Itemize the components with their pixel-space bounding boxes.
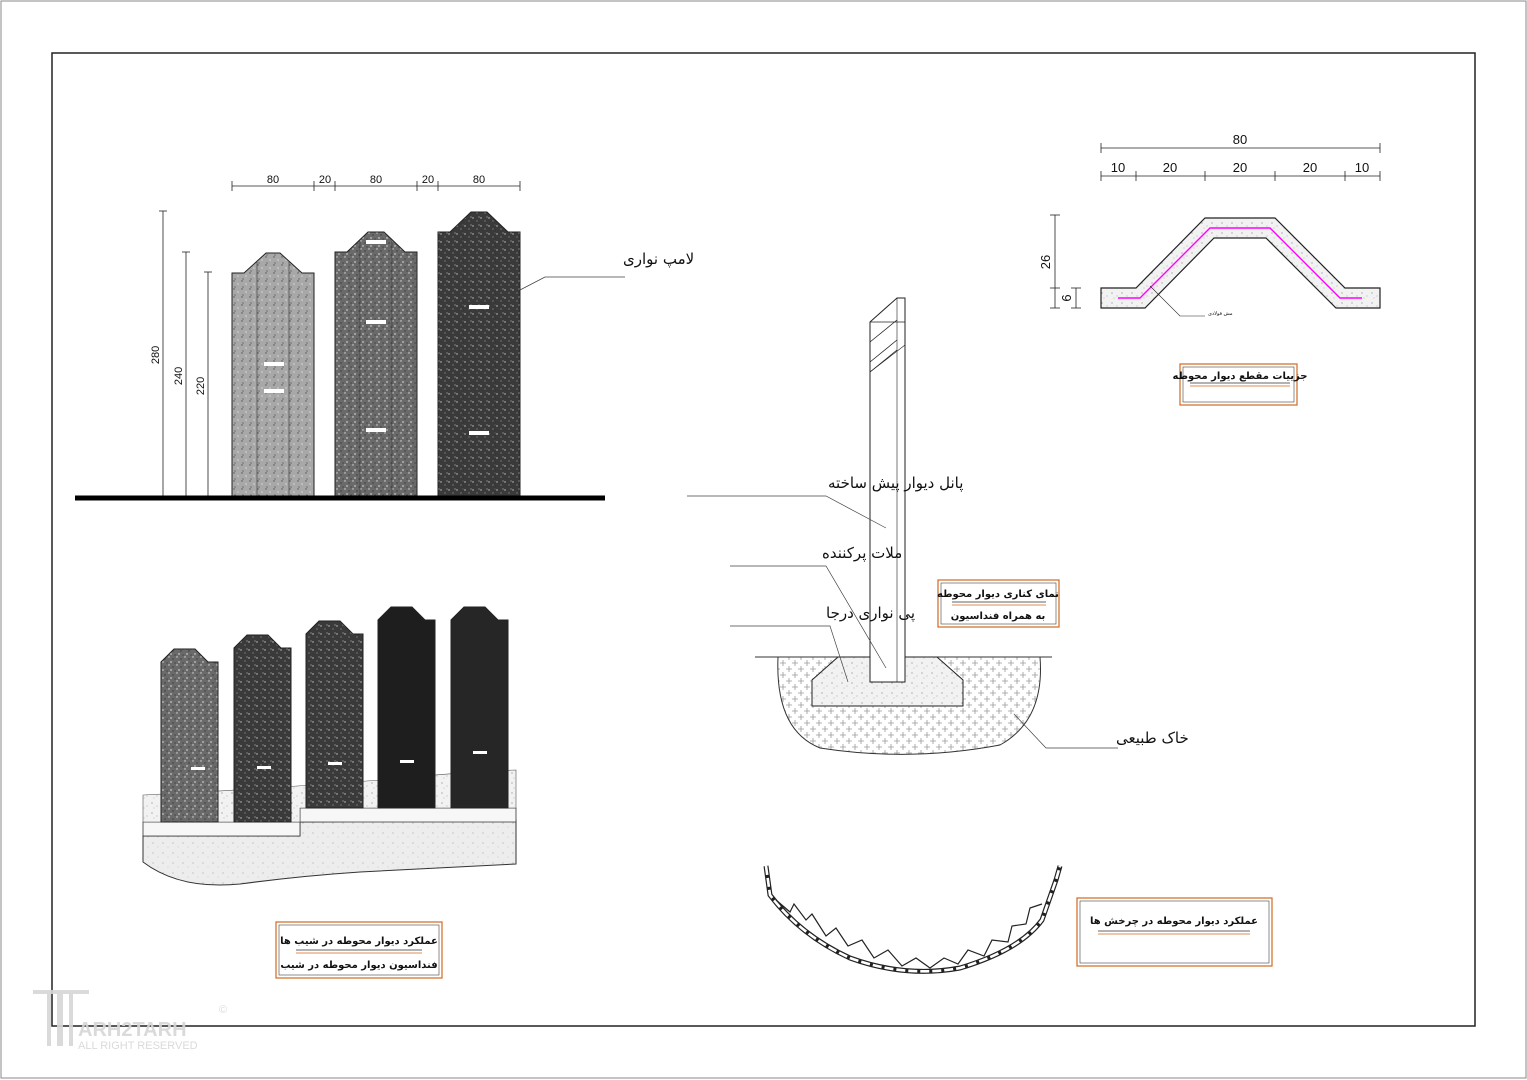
height-dim-26: 26 <box>1038 255 1053 269</box>
slope-view: عملکرد دیوار محوطه در شیب ها فنداسیون دی… <box>142 606 517 979</box>
lamp-label: لامپ نواری <box>623 250 694 269</box>
wall-panel <box>231 252 315 498</box>
lamp-strip <box>264 362 284 366</box>
width-dim: 80 <box>370 174 382 186</box>
gap-dim: 20 <box>319 174 331 186</box>
total-width-dim: 80 <box>1233 132 1247 147</box>
slope-panel <box>377 606 436 809</box>
lamp-strip <box>366 428 386 432</box>
gap-dim: 20 <box>422 174 434 186</box>
watermark-logo: ARH2TARH ALL RIGHT RESERVED © <box>33 990 227 1052</box>
lamp-strip <box>469 305 489 309</box>
precast-panel <box>869 297 906 683</box>
curve-title-box <box>1076 897 1273 967</box>
slope-subtitle: فنداسیون دیوار محوطه در شیب <box>280 960 437 971</box>
foundation-view: پانل دیوار پیش ساخته ملات پرکننده پی نوا… <box>687 297 1189 755</box>
steel-mesh-line <box>1118 227 1362 299</box>
curve-title: عملکرد دیوار محوطه در چرخش ها <box>1090 916 1258 927</box>
height-dim: 280 <box>150 346 162 364</box>
wall-panel <box>334 231 418 498</box>
segment-dim: 20 <box>1233 160 1247 175</box>
foundation-subtitle: به همراه فنداسیون <box>951 611 1046 622</box>
wall-section-profile <box>1100 217 1381 309</box>
wall-panel <box>437 211 521 498</box>
copyright-symbol: © <box>219 1004 227 1016</box>
soil-label: خاک طبیعی <box>1116 729 1189 747</box>
zigzag-wall-plan <box>775 899 1043 969</box>
elevation-view: 80 20 80 20 80 280 240 220 <box>75 174 694 501</box>
slope-panel <box>450 606 509 809</box>
slope-panel <box>233 634 292 823</box>
mortar-label: ملات پرکننده <box>822 544 902 563</box>
slope-panel <box>160 648 219 823</box>
height-dim-6: 6 <box>1059 294 1074 301</box>
foundation-title-box <box>937 579 1060 628</box>
rebar-label: مش فولادی <box>1208 311 1233 317</box>
drawing-border <box>51 52 1476 1027</box>
segment-dim: 10 <box>1111 160 1125 175</box>
foundation-title: نمای کناری دیوار محوطه <box>937 589 1059 600</box>
slope-title: عملکرد دیوار محوطه در شیب ها <box>280 936 438 947</box>
lamp-strip <box>366 240 386 244</box>
width-dim: 80 <box>267 174 279 186</box>
segment-dim: 20 <box>1303 160 1317 175</box>
segment-dim: 10 <box>1355 160 1369 175</box>
panel-label: پانل دیوار پیش ساخته <box>828 474 963 493</box>
height-dim: 240 <box>173 367 185 385</box>
height-dim: 220 <box>195 377 207 395</box>
watermark-rights: ALL RIGHT RESERVED <box>78 1040 198 1052</box>
lamp-strip <box>366 320 386 324</box>
section-title: جزییات مقطع دیوار محوطه <box>1173 371 1308 382</box>
section-detail: 80 10 20 20 20 10 26 6 مش فولادی جزییات … <box>1038 132 1381 406</box>
width-dim: 80 <box>473 174 485 186</box>
footing-label: پی نواری درجا <box>826 604 915 623</box>
slope-panel <box>305 620 364 809</box>
watermark-brand: ARH2TARH <box>78 1019 187 1041</box>
lamp-strip <box>264 389 284 393</box>
curve-plan-view: عملکرد دیوار محوطه در چرخش ها <box>763 865 1273 974</box>
section-title-box <box>1179 363 1298 406</box>
segment-dim: 20 <box>1163 160 1177 175</box>
lamp-strip <box>469 431 489 435</box>
